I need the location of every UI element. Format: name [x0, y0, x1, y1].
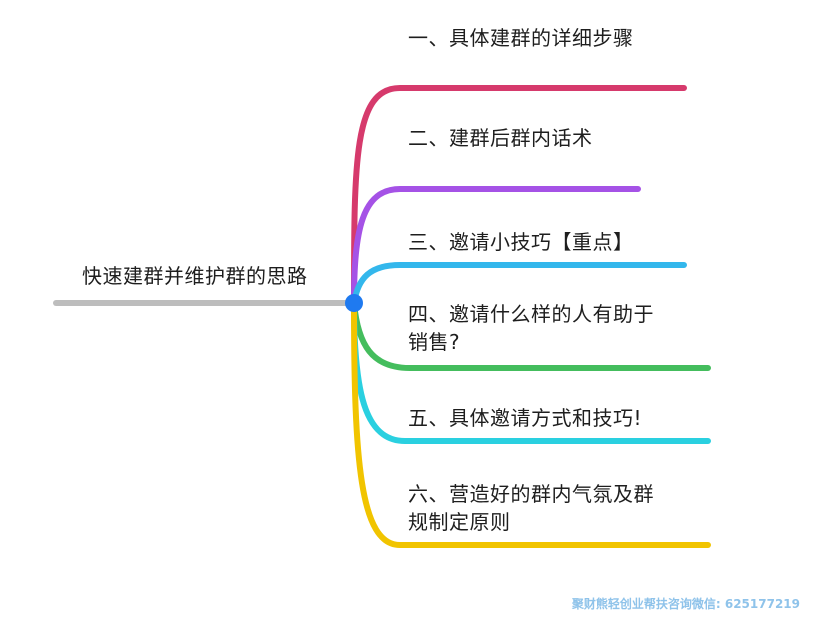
branch-4-label-line-2: 销售? [408, 330, 461, 354]
branch-4-label-line-1: 四、邀请什么样的人有助于 [408, 302, 654, 326]
branch-2-label[interactable]: 二、建群后群内话术 [408, 126, 593, 150]
watermark-text: 聚财熊轻创业帮扶咨询微信: 625177219 [571, 597, 800, 611]
branch-line-2 [351, 186, 641, 306]
root-hub-node[interactable] [345, 294, 363, 312]
branch-line-6 [351, 300, 711, 548]
branch-6-label-line-2: 规制定原则 [408, 510, 511, 534]
branch-6-label[interactable]: 六、营造好的群内气氛及群 规制定原则 [408, 480, 654, 536]
branch-6-label-line-1: 六、营造好的群内气氛及群 [408, 482, 654, 506]
branch-5-label[interactable]: 五、具体邀请方式和技巧! [408, 406, 643, 430]
branch-line-1 [351, 85, 687, 306]
branch-4-label[interactable]: 四、邀请什么样的人有助于 销售? [408, 300, 654, 356]
branch-3-label[interactable]: 三、邀请小技巧【重点】 [408, 230, 634, 254]
branch-line-3 [351, 262, 687, 306]
root-node-label[interactable]: 快速建群并维护群的思路 [82, 264, 308, 288]
branch-1-label[interactable]: 一、具体建群的详细步骤 [408, 26, 634, 50]
